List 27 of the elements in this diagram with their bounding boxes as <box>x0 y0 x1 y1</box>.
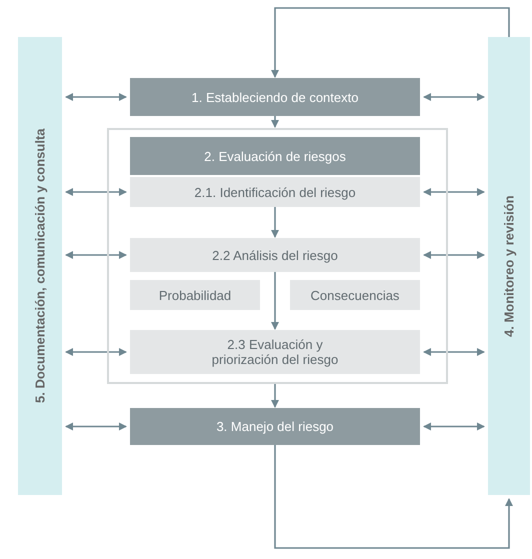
group-frame <box>107 128 448 384</box>
process-box: Probabilidad <box>130 280 260 310</box>
arrow <box>423 93 485 101</box>
arrow <box>423 422 485 430</box>
process-box: 2. Evaluación de riesgos <box>130 137 420 175</box>
arrow <box>274 445 513 549</box>
arrow <box>423 188 485 196</box>
arrow <box>271 207 279 238</box>
arrow <box>65 93 127 101</box>
arrow <box>423 251 485 259</box>
arrow <box>271 116 279 128</box>
arrow <box>65 348 127 356</box>
process-box: 2.3 Evaluación y priorización del riesgo <box>130 330 420 374</box>
side-band: 5. Documentación, comunicación y consulta <box>18 37 62 495</box>
arrow <box>423 348 485 356</box>
arrow <box>271 7 510 78</box>
process-box: 1. Estableciendo de contexto <box>130 78 420 116</box>
arrow <box>65 188 127 196</box>
process-box: 2.2 Análisis del riesgo <box>130 238 420 272</box>
process-box: 3. Manejo del riesgo <box>130 408 420 445</box>
side-band: 4. Monitoreo y revisión <box>488 37 530 495</box>
arrow <box>65 422 127 430</box>
arrow <box>271 272 279 330</box>
arrow <box>271 384 279 408</box>
process-box: 2.1. Identificación del riesgo <box>130 177 420 207</box>
process-box: Consecuencias <box>290 280 420 310</box>
arrow <box>65 251 127 259</box>
